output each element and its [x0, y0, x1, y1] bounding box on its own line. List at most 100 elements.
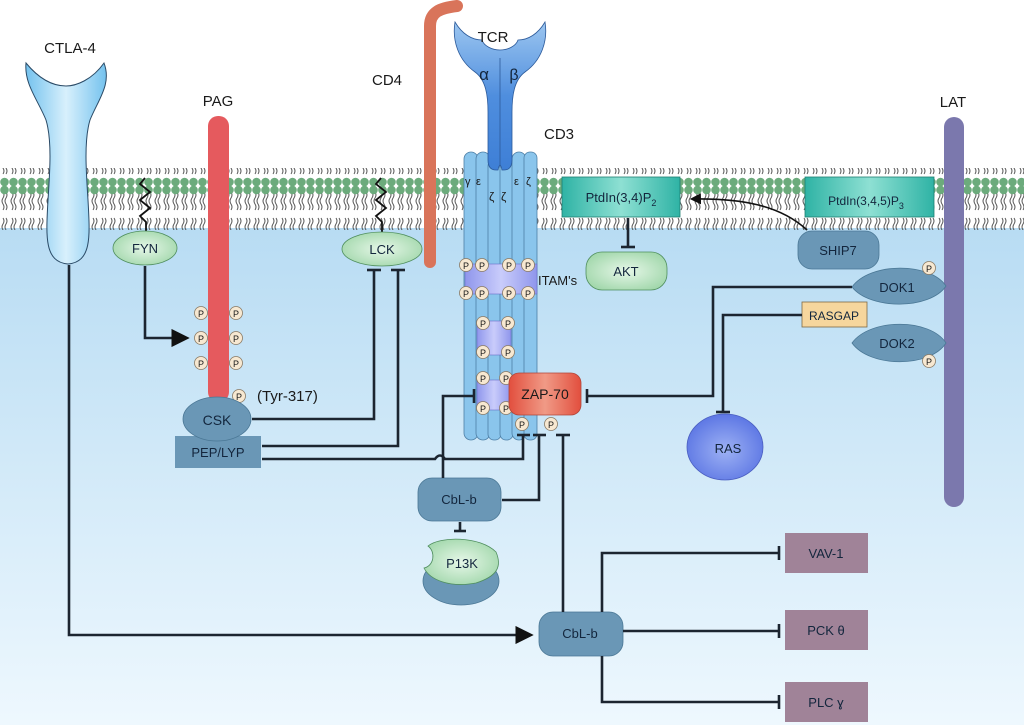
svg-text:P: P — [480, 374, 486, 384]
svg-text:P: P — [463, 289, 469, 299]
phospho-site: P — [502, 286, 516, 300]
svg-text:P: P — [506, 261, 512, 271]
svg-text:P: P — [480, 348, 486, 358]
svg-text:P: P — [480, 404, 486, 414]
ship7-label: SHIP7 — [819, 243, 857, 258]
dok1-label: DOK1 — [879, 280, 914, 295]
ptdins345p3-box — [804, 176, 935, 218]
svg-text:P: P — [519, 420, 525, 430]
lck-label: LCK — [369, 242, 395, 257]
zeta-far-label: ζ — [526, 176, 531, 188]
tcr-alpha-label: α — [479, 65, 489, 84]
phospho-site: P — [521, 286, 535, 300]
csk-label: CSK — [203, 412, 232, 428]
pck-theta-target — [785, 610, 868, 650]
csk-lck-inhibition — [252, 270, 376, 421]
pck-theta-label: PCK θ — [807, 623, 845, 638]
svg-text:P: P — [480, 319, 486, 329]
p13k-kinase — [423, 538, 499, 585]
phospho-site: P — [229, 356, 243, 370]
plc-gamma-target — [785, 682, 868, 722]
ctla4-to-cblb-arrow — [67, 265, 534, 645]
phospho-site: P — [476, 371, 490, 385]
svg-text:P: P — [525, 261, 531, 271]
phospho-site: P — [194, 331, 208, 345]
cblb-itam-inhibition — [441, 394, 474, 478]
phospho-site: P — [501, 345, 515, 359]
pathway-connectors — [67, 265, 852, 709]
cd4-label: CD4 — [372, 72, 402, 89]
phospho-site: P — [476, 316, 490, 330]
epsilon-left-label: ε — [476, 176, 481, 188]
pep-lyp-label: PEP/LYP — [191, 445, 244, 460]
phospho-site: P — [459, 258, 473, 272]
svg-text:P: P — [479, 261, 485, 271]
svg-text:P: P — [505, 319, 511, 329]
ptdins34p2-box — [561, 176, 681, 218]
svg-text:P: P — [463, 261, 469, 271]
fyn-label: FYN — [132, 241, 158, 256]
dok2-label: DOK2 — [879, 336, 914, 351]
akt-kinase — [585, 251, 668, 291]
tcr-label: TCR — [478, 29, 509, 46]
phospho-site: P — [229, 306, 243, 320]
cblb-plc-inhibition — [600, 656, 779, 704]
dok2-adaptor — [851, 324, 947, 362]
cblb-lower-ligase — [538, 611, 624, 657]
vav1-label: VAV-1 — [809, 546, 844, 561]
pag-label: PAG — [203, 93, 234, 110]
cblb-upper-label: CbL-b — [441, 492, 476, 507]
svg-text:P: P — [506, 289, 512, 299]
svg-text:P: P — [548, 420, 554, 430]
phospho-site: P — [502, 258, 516, 272]
vav1-target — [785, 533, 868, 573]
cd4-coreceptor — [424, 0, 463, 268]
svg-text:P: P — [926, 264, 932, 274]
phospho-site: P — [229, 331, 243, 345]
svg-text:P: P — [198, 334, 204, 344]
cblb-zap70-inhibition — [502, 436, 541, 502]
ctla4-label: CTLA-4 — [44, 40, 96, 57]
cd3-label: CD3 — [544, 126, 574, 143]
tcr-beta-label: β — [509, 67, 518, 84]
svg-text:P: P — [479, 289, 485, 299]
gamma-label: γ — [465, 176, 471, 188]
akt-label: AKT — [613, 264, 638, 279]
phospho-site: P — [544, 417, 558, 431]
lck-kinase — [341, 231, 423, 267]
phospho-site: P — [521, 258, 535, 272]
phospho-site: P — [194, 306, 208, 320]
ship-to-ptdins-arrow — [689, 193, 808, 231]
phospho-site: P — [515, 417, 529, 431]
phospho-site: P — [475, 286, 489, 300]
zap70-kinase — [508, 372, 582, 416]
ptdins34p2-label: PtdIn(3,4)P2 — [586, 190, 657, 208]
p13k-label: P13K — [446, 556, 478, 571]
svg-text:P: P — [233, 359, 239, 369]
lat-label: LAT — [940, 94, 966, 111]
pag-protein — [208, 116, 229, 402]
fyn-kinase — [112, 230, 178, 266]
pag-phospho-sites: P P P P P P P — [194, 306, 246, 403]
itam-phospho-groups: P P P P P P P P P P P P P P P P — [459, 258, 535, 415]
plc-gamma-label: PLC ɣ — [808, 695, 844, 710]
cblb-lower-label: CbL-b — [562, 626, 597, 641]
lat-adaptor — [944, 117, 964, 507]
dok1-zap70-inhibition — [587, 285, 852, 398]
zap70-label: ZAP-70 — [521, 386, 569, 402]
phospho-site: P — [501, 316, 515, 330]
ctla4-receptor — [25, 61, 107, 265]
svg-text:P: P — [926, 357, 932, 367]
ras-gtpase — [686, 413, 764, 481]
dok1-adaptor — [851, 267, 947, 305]
rasgap-protein — [801, 301, 868, 328]
ras-label: RAS — [715, 441, 742, 456]
svg-text:P: P — [233, 334, 239, 344]
svg-text:P: P — [503, 374, 509, 384]
svg-text:P: P — [236, 392, 242, 402]
rasgap-label: RASGAP — [809, 309, 859, 323]
itams-label: ITAM's — [538, 273, 578, 288]
phospho-site: P — [194, 356, 208, 370]
cblb-vav1-inhibition — [600, 551, 779, 612]
